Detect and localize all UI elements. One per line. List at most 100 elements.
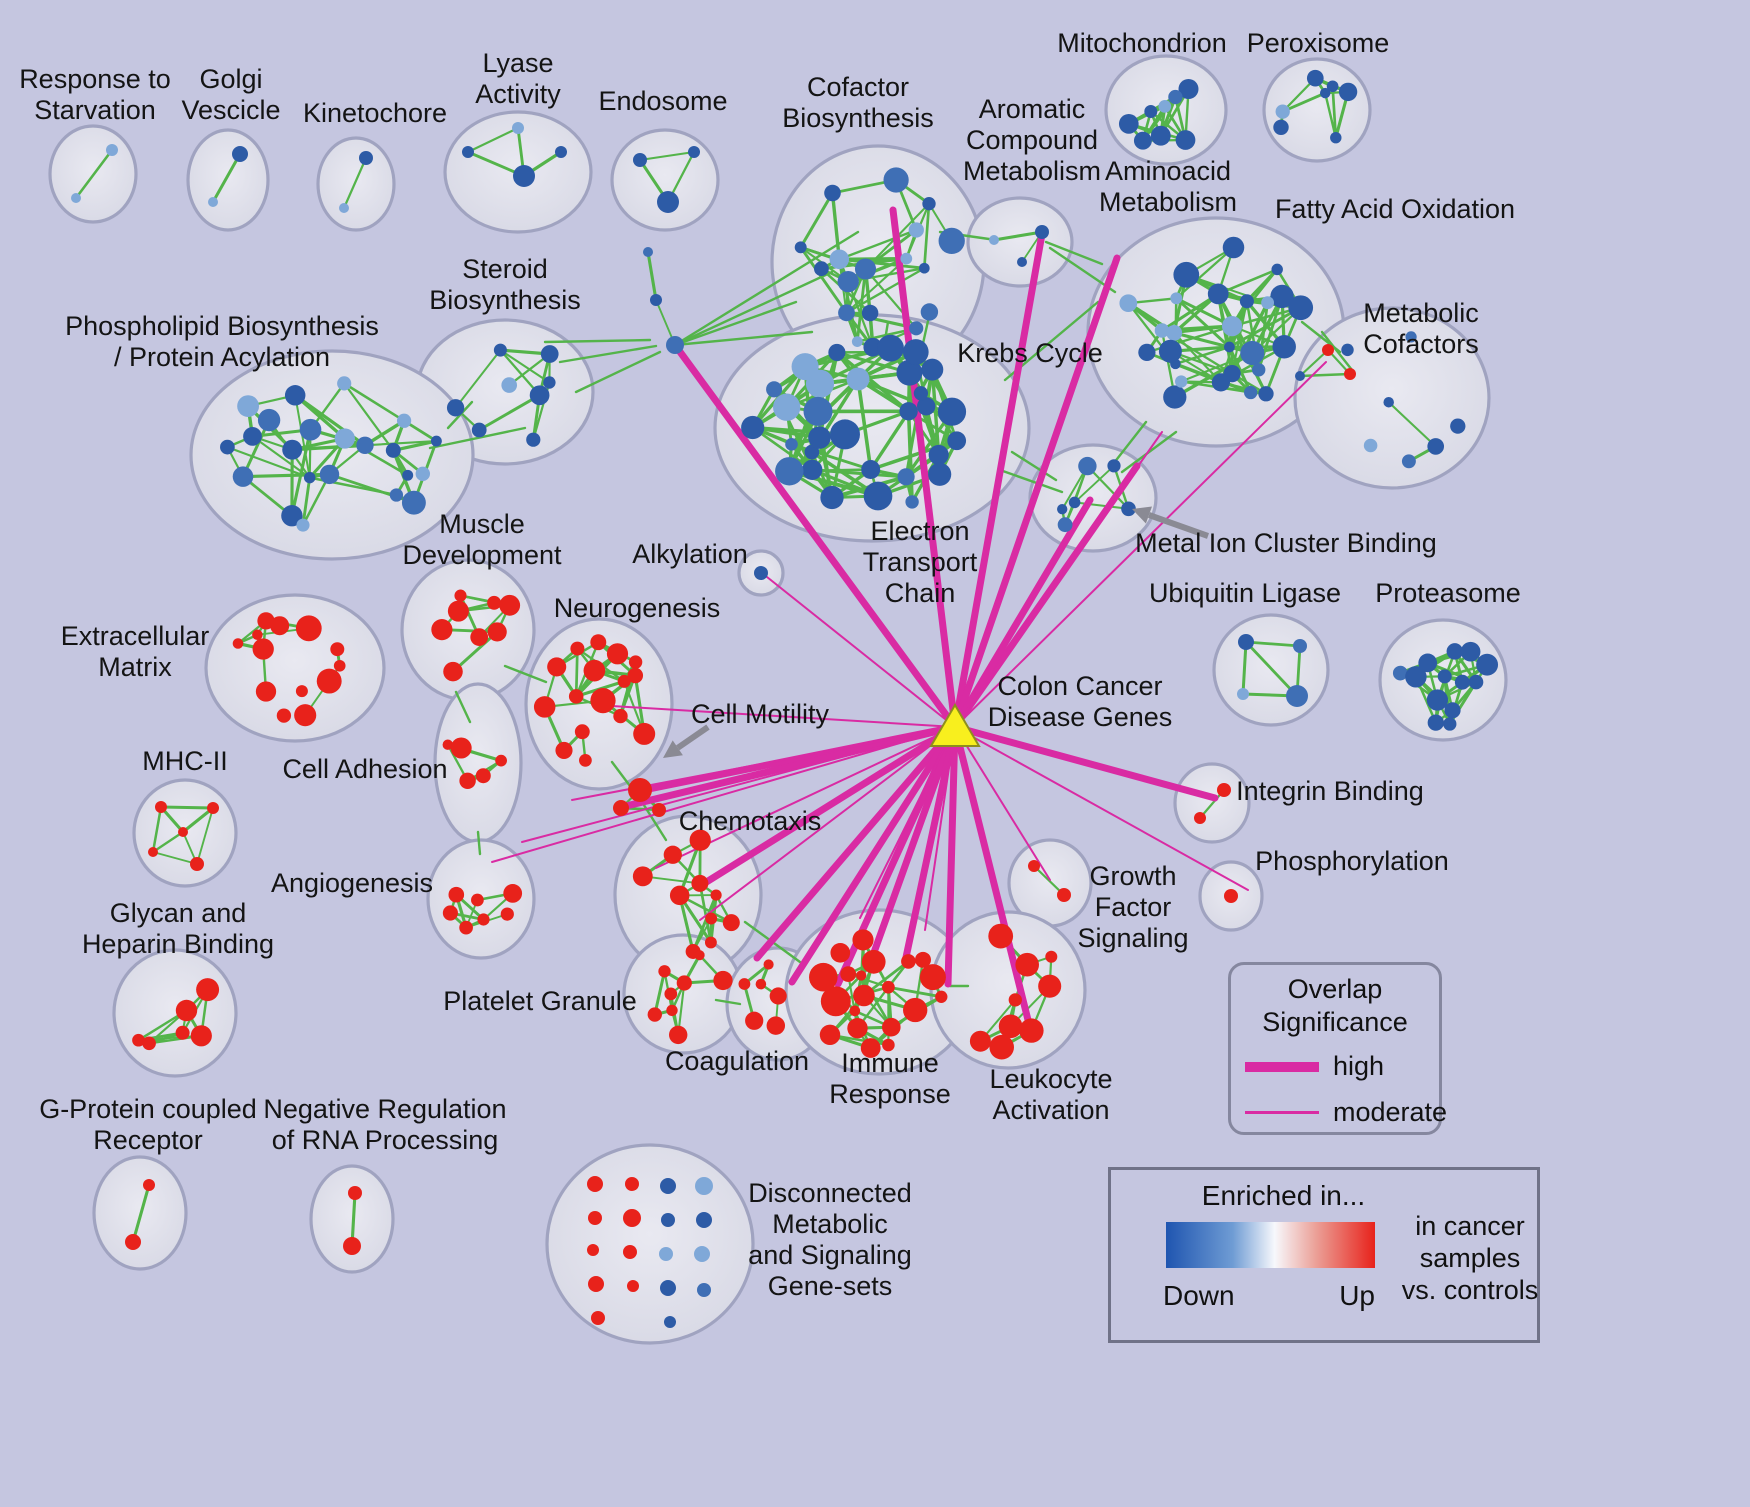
gene-set-node: [319, 464, 340, 485]
cluster-bubble-extracellular-matrix: [204, 593, 386, 743]
gene-set-node: [568, 689, 584, 704]
gene-set-node: [883, 167, 909, 193]
inter-cluster-edge: [673, 230, 860, 347]
inter-cluster-edge: [574, 350, 662, 394]
disconnected-gene-set-node: [694, 1246, 710, 1262]
gene-set-node: [713, 970, 733, 991]
overlap-edge: [1298, 372, 1352, 378]
inter-cluster-edge: [454, 690, 472, 724]
gene-set-node: [666, 336, 684, 354]
cluster-label-proteasome: Proteasome: [1375, 578, 1521, 608]
gene-set-node: [1170, 292, 1183, 305]
gene-set-node: [1446, 643, 1464, 660]
overlap-edge: [181, 806, 215, 834]
gene-set-node: [415, 466, 431, 482]
gene-set-node: [529, 385, 550, 406]
gene-set-node: [741, 415, 765, 440]
gene-set-node: [1223, 364, 1241, 383]
hub-link-high: [951, 230, 1046, 731]
gene-set-node: [663, 845, 682, 864]
overlap-edge: [1064, 465, 1089, 526]
cluster-label-phosphorylation: Phosphorylation: [1255, 846, 1449, 876]
gene-set-node: [766, 1016, 786, 1035]
gene-set-node: [909, 321, 924, 336]
gene-set-node: [1217, 783, 1231, 797]
gene-set-node: [694, 950, 705, 961]
disconnected-gene-set-node: [659, 1247, 673, 1261]
disconnected-gene-set-node: [623, 1245, 637, 1259]
gene-set-node: [829, 249, 850, 270]
gene-set-node: [643, 247, 653, 257]
moderate-significance-label: moderate: [1333, 1097, 1448, 1127]
gene-set-node: [196, 978, 220, 1002]
overlap-edge: [837, 257, 926, 270]
overlap-edge: [251, 435, 311, 479]
gene-set-node: [937, 397, 967, 426]
gene-set-node: [861, 304, 879, 322]
gene-set-node: [500, 907, 514, 921]
gene-set-node: [348, 1186, 362, 1200]
gene-set-node: [804, 444, 820, 460]
enrichment-caption-line1: in cancer: [1415, 1211, 1525, 1241]
gene-set-node: [359, 151, 373, 165]
gene-set-node: [459, 772, 476, 790]
gene-set-node: [1444, 702, 1461, 719]
gene-set-node: [989, 1034, 1014, 1060]
hub-link-moderate: [699, 726, 956, 921]
gene-set-node: [928, 462, 952, 486]
overlap-edge: [499, 349, 551, 384]
cluster-label-fatty-acid-oxidation: Fatty Acid Oxidation: [1275, 194, 1515, 224]
gene-set-node: [295, 685, 308, 698]
overlap-edge: [343, 382, 395, 452]
overlap-edge: [466, 126, 520, 154]
gene-set-node: [446, 399, 465, 417]
gene-set-node: [1008, 993, 1022, 1007]
gene-set-node: [1270, 284, 1294, 309]
inter-cluster-edges-layer: [428, 230, 1354, 1006]
overlap-edge: [1323, 91, 1338, 139]
gene-set-node: [1258, 386, 1274, 402]
gene-set-node: [828, 343, 846, 361]
gene-set-node: [570, 641, 585, 656]
cluster-label-coagulation: Coagulation: [665, 1046, 809, 1076]
gene-set-node: [710, 889, 722, 901]
gene-set-node: [1293, 639, 1307, 653]
gene-set-node: [132, 1033, 145, 1047]
overlap-edge: [838, 228, 918, 261]
gene-set-node: [296, 518, 310, 532]
gene-set-node: [1057, 517, 1073, 533]
gene-set-node: [276, 708, 292, 723]
hub-link-high: [951, 496, 1094, 731]
gene-set-node: [657, 191, 679, 213]
hub-layer: [929, 703, 981, 747]
gene-set-node: [704, 936, 717, 949]
gene-set-node: [448, 886, 465, 903]
gene-set-node: [897, 468, 915, 486]
gene-set-node: [1154, 323, 1170, 338]
legend-overlap-title-line1: Overlap: [1287, 974, 1383, 1004]
gene-set-node: [1133, 131, 1152, 150]
gene-set-node: [919, 964, 946, 991]
gene-set-node: [920, 303, 939, 321]
gene-set-node: [847, 1017, 868, 1039]
overlap-edge: [799, 245, 848, 315]
cluster-bubble-glycan-heparin-binding: [112, 948, 238, 1078]
gene-set-node: [613, 708, 628, 724]
gene-set-node: [852, 929, 874, 951]
gene-set-node: [475, 768, 491, 784]
gene-set-node: [1454, 674, 1470, 690]
disconnected-gene-set-node: [587, 1244, 599, 1256]
gene-set-node: [830, 942, 851, 963]
inter-cluster-edge: [673, 330, 814, 347]
hub-link-high: [622, 723, 959, 810]
disconnected-gene-set-node: [587, 1176, 603, 1192]
gene-set-node: [918, 262, 930, 274]
overlap-edge: [1086, 465, 1130, 510]
gene-set-node: [863, 481, 893, 511]
moderate-significance-line-sample: [1245, 1111, 1319, 1114]
hub-link-moderate: [521, 726, 956, 843]
gene-set-node: [917, 397, 936, 416]
hub-link-high: [671, 341, 959, 731]
